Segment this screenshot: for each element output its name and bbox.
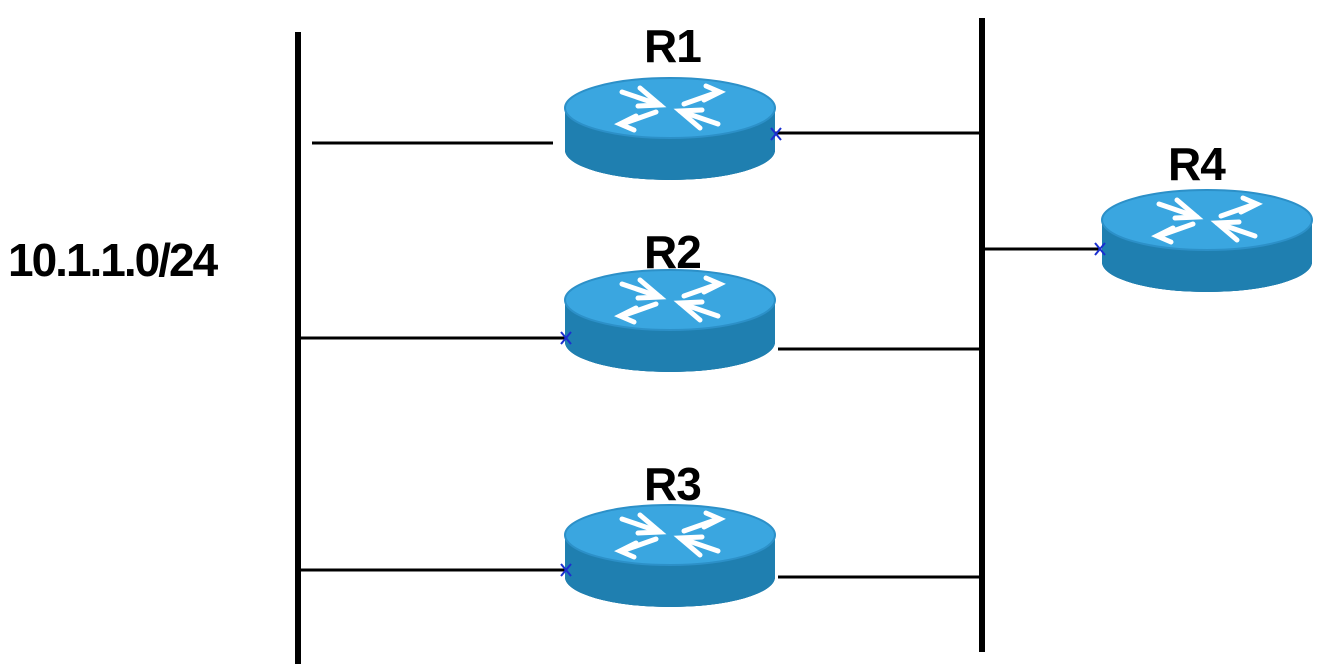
router-icon bbox=[1102, 190, 1312, 292]
router-r1: R1 bbox=[565, 20, 782, 180]
router-icon bbox=[565, 270, 775, 372]
router-r3: R3 bbox=[560, 458, 775, 607]
router-label-r2: R2 bbox=[644, 226, 701, 278]
router-r2: R2 bbox=[560, 226, 775, 372]
network-label: 10.1.1.0/24 bbox=[8, 234, 219, 286]
interface-marker-icon bbox=[560, 331, 572, 345]
router-icon bbox=[565, 505, 775, 607]
router-label-r1: R1 bbox=[644, 20, 701, 72]
router-label-r4: R4 bbox=[1168, 138, 1226, 190]
router-r4: R4 bbox=[1094, 138, 1312, 292]
interface-marker-icon bbox=[1094, 242, 1106, 256]
interface-marker-icon bbox=[560, 563, 572, 577]
router-icon bbox=[565, 78, 775, 180]
router-label-r3: R3 bbox=[644, 458, 701, 510]
interface-marker-icon bbox=[770, 127, 782, 141]
